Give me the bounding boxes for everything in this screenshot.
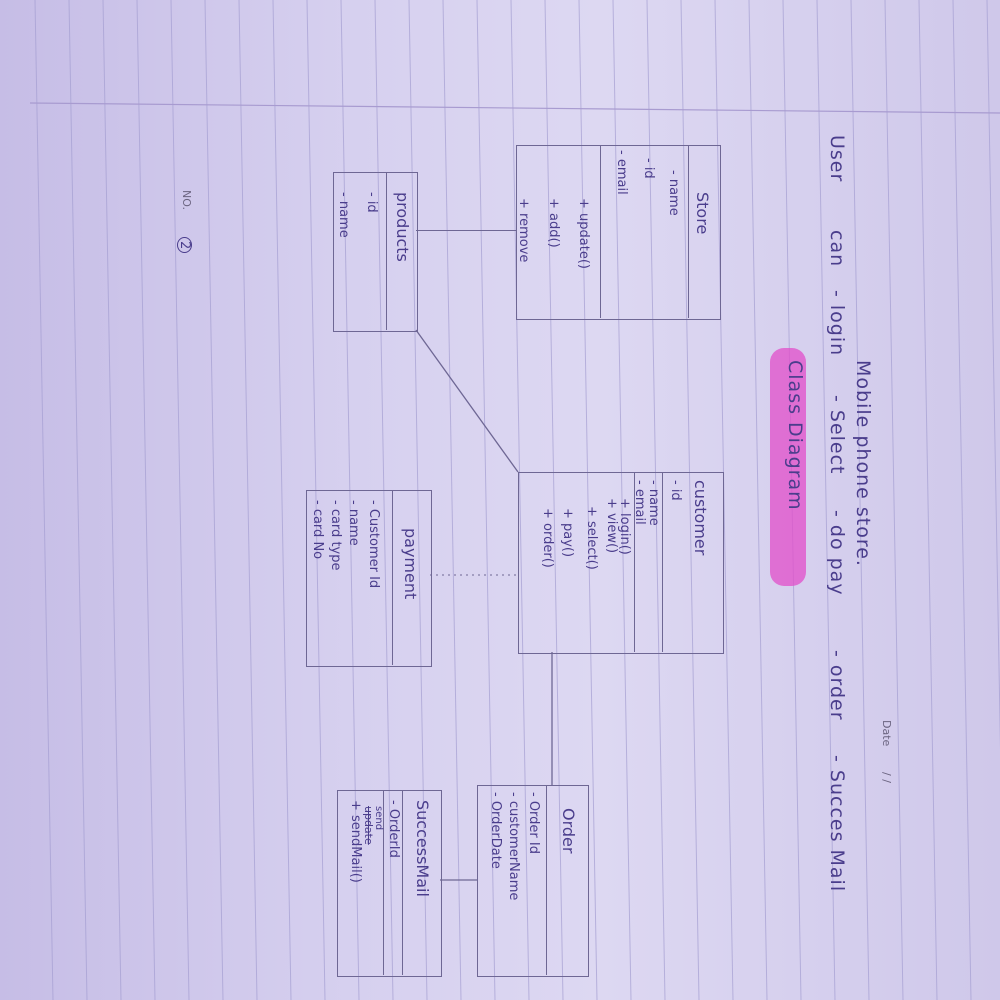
ruled-line [680,0,700,1000]
ruled-line [68,0,88,1000]
success-mail-divider-attrs [383,790,384,975]
store-products-association [416,230,516,231]
ruled-line [442,0,462,1000]
ruled-line [918,0,938,1000]
ruled-line [578,0,598,1000]
ruled-line [952,0,972,1000]
ruled-line [408,0,428,1000]
class-box-order [477,785,589,977]
ruled-line [646,0,666,1000]
class-box-customer [518,472,724,654]
ruled-line [986,0,1000,751]
payment-divider [392,490,393,665]
ruled-line [476,0,496,1000]
ruled-line [612,0,632,1000]
ruled-line [544,0,564,1000]
order-divider [546,785,547,975]
store-divider-name [688,145,689,318]
ruled-line [272,0,292,1000]
ruled-line [850,0,870,1000]
ruled-line [510,0,530,1000]
ruled-line [136,0,156,1000]
ruled-line [170,0,190,1000]
ruled-line [748,0,768,1000]
class-box-products [333,172,418,332]
ruled-line [340,0,360,1000]
ruled-line [714,0,734,1000]
success-mail-divider-name [402,790,403,975]
customer-divider-methods [634,472,635,652]
class-box-payment [306,490,432,667]
ruled-line [238,0,258,1000]
highlight-marker [770,348,806,586]
products-divider [386,172,387,330]
store-divider-attrs [600,145,601,318]
products-customer-association [415,329,519,473]
ruled-line [102,0,122,1000]
ruled-line [884,0,904,1000]
ruled-line [34,0,54,1000]
class-box-success-mail [337,790,442,977]
ruled-line [306,0,326,1000]
margin-line [29,102,1000,114]
ruled-line [204,0,224,1000]
ruled-line [374,0,394,1000]
class-box-store [516,145,721,320]
customer-divider-attrs [662,472,663,652]
ruled-line [816,0,836,1000]
